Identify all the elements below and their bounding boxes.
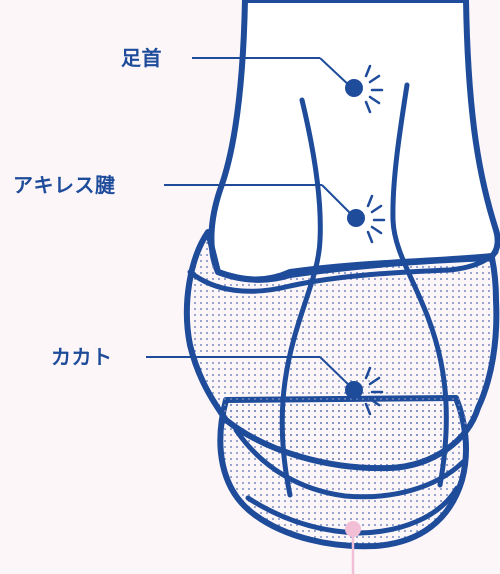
label-ankle: 足首	[121, 47, 162, 69]
leg-shape	[211, 0, 497, 280]
label-heel: カカト	[51, 346, 113, 368]
label-achilles: アキレス腱	[13, 174, 116, 196]
